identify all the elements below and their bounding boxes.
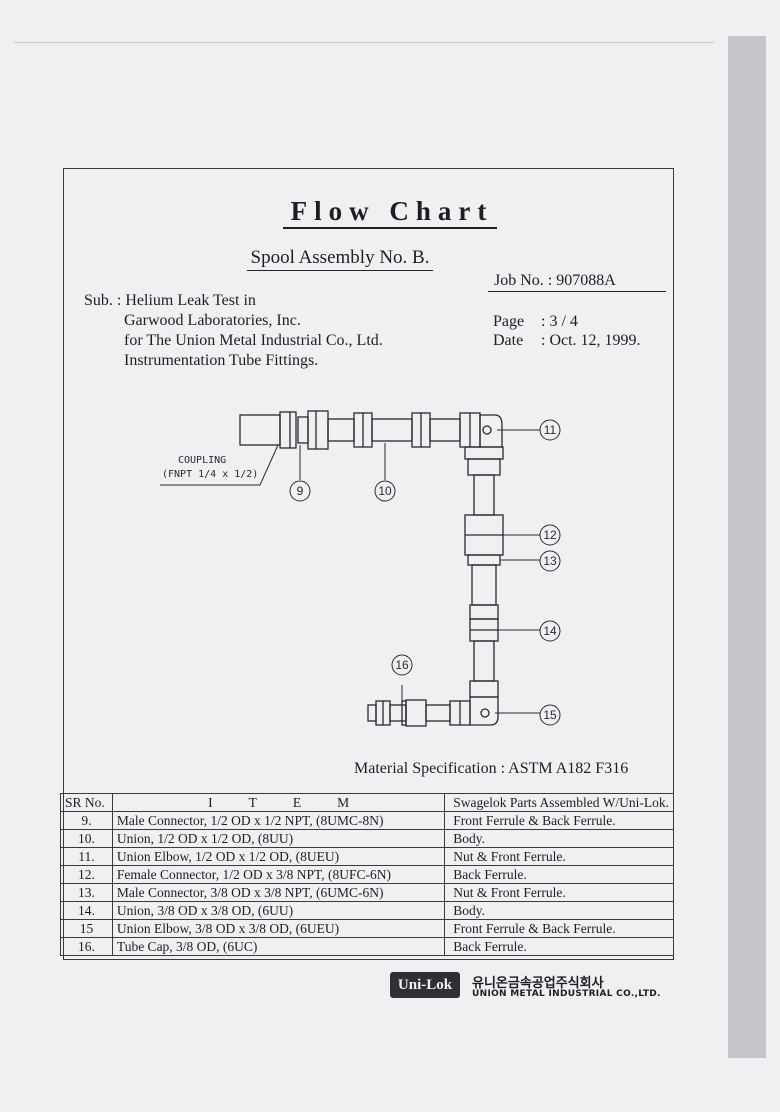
- spool-assembly-diagram: 11 12 13 14 15 9 10 16 COUPLING (FNPT 1/…: [160, 410, 561, 727]
- page-title: Flow Chart: [0, 196, 780, 229]
- subject-line: Instrumentation Tube Fittings.: [124, 352, 319, 369]
- callout-13: 13: [543, 554, 557, 568]
- table-row: 16.Tube Cap, 3/8 OD, (6UC)Back Ferrule.: [60, 937, 674, 956]
- material-specification: Material Specification : ASTM A182 F316: [354, 760, 629, 777]
- row-item: Female Connector, 1/2 OD x 3/8 NPT, (8UF…: [111, 865, 446, 884]
- row-sr-no: 11.: [60, 847, 113, 866]
- callout-11: 11: [544, 423, 557, 437]
- table-row: 11.Union Elbow, 1/2 OD x 1/2 OD, (8UEU)N…: [60, 847, 674, 866]
- male-connector-9: [307, 410, 329, 450]
- row-item: Union Elbow, 3/8 OD x 3/8 OD, (6UEU): [111, 919, 446, 938]
- document-frame: [63, 168, 674, 960]
- page-label: Page: [493, 313, 525, 330]
- row-sr-no: 13.: [60, 883, 113, 902]
- union-elbow-11: [479, 414, 503, 448]
- table-row: 14.Union, 3/8 OD x 3/8 OD, (6UU)Body.: [60, 901, 674, 920]
- table-row: 10.Union, 1/2 OD x 1/2 OD, (8UU)Body.: [60, 829, 674, 848]
- coupling-nut: [279, 411, 297, 449]
- union-elbow-15: [469, 696, 499, 726]
- subject-line: for The Union Metal Industrial Co., Ltd.: [124, 332, 383, 349]
- subject-block: Sub. : Helium Leak Test in Garwood Labor…: [84, 291, 383, 371]
- row-sr-no: 15: [60, 919, 113, 938]
- table-row: 13.Male Connector, 3/8 OD x 3/8 NPT, (6U…: [60, 883, 674, 902]
- korean-company-name: 유니온금속공업주식회사: [472, 976, 604, 991]
- coupling-label: COUPLING: [178, 455, 226, 466]
- page-value: : 3 / 4: [541, 313, 578, 330]
- date-value: : Oct. 12, 1999.: [541, 332, 641, 349]
- row-sr-no: 9.: [60, 811, 113, 830]
- row-parts: Nut & Front Ferrule.: [444, 883, 674, 902]
- row-parts: Front Ferrule & Back Ferrule.: [444, 811, 674, 830]
- header-item: ITEM: [111, 793, 446, 812]
- company-name: UNION METAL INDUSTRIAL CO.,LTD.: [472, 989, 661, 999]
- page-subtitle: Spool Assembly No. B.: [0, 247, 680, 271]
- row-parts: Back Ferrule.: [444, 937, 674, 956]
- male-connector-13: [467, 554, 501, 566]
- callout-16: 16: [395, 658, 409, 672]
- row-item: Male Connector, 3/8 OD x 3/8 NPT, (6UMC-…: [111, 883, 446, 902]
- callout-12: 12: [543, 528, 557, 542]
- callout-14: 14: [543, 624, 557, 638]
- row-parts: Back Ferrule.: [444, 865, 674, 884]
- items-table: SR No. ITEM Swagelok Parts Assembled W/U…: [60, 793, 674, 956]
- date-label: Date: [493, 332, 524, 349]
- row-sr-no: 14.: [60, 901, 113, 920]
- header-sr-no: SR No.: [60, 793, 113, 812]
- coupling-body: [239, 414, 281, 446]
- row-item: Union, 1/2 OD x 1/2 OD, (8UU): [111, 829, 446, 848]
- subject-line: Sub. : Helium Leak Test in: [84, 292, 256, 309]
- table-row: 12.Female Connector, 1/2 OD x 3/8 NPT, (…: [60, 865, 674, 884]
- row-parts: Body.: [444, 829, 674, 848]
- callout-15: 15: [543, 708, 557, 722]
- row-item: Union, 3/8 OD x 3/8 OD, (6UU): [111, 901, 446, 920]
- unilok-logo: Uni-Lok: [390, 972, 460, 998]
- table-row: 9.Male Connector, 1/2 OD x 1/2 NPT, (8UM…: [60, 811, 674, 830]
- row-item: Union Elbow, 1/2 OD x 1/2 OD, (8UEU): [111, 847, 446, 866]
- row-parts: Front Ferrule & Back Ferrule.: [444, 919, 674, 938]
- coupling-spec-label: (FNPT 1/4 x 1/2): [162, 469, 258, 480]
- callout-10: 10: [378, 484, 392, 498]
- page-number: Page : 3 / 4: [493, 313, 578, 331]
- row-item: Male Connector, 1/2 OD x 1/2 NPT, (8UMC-…: [111, 811, 446, 830]
- row-parts: Nut & Front Ferrule.: [444, 847, 674, 866]
- subject-label: Sub. :: [84, 292, 122, 309]
- row-sr-no: 10.: [60, 829, 113, 848]
- row-parts: Body.: [444, 901, 674, 920]
- row-sr-no: 12.: [60, 865, 113, 884]
- callout-9: 9: [297, 484, 304, 498]
- header-parts: Swagelok Parts Assembled W/Uni-Lok.: [444, 793, 674, 812]
- scan-edge-shadow: [728, 36, 766, 1058]
- row-sr-no: 16.: [60, 937, 113, 956]
- scan-top-line: [14, 42, 714, 43]
- job-number: Job No. : 907088A: [488, 272, 666, 292]
- subject-line: Garwood Laboratories, Inc.: [124, 312, 301, 329]
- row-item: Tube Cap, 3/8 OD, (6UC): [111, 937, 446, 956]
- tube-cap-16: [401, 700, 407, 726]
- table-header-row: SR No. ITEM Swagelok Parts Assembled W/U…: [60, 793, 674, 812]
- document-date: Date : Oct. 12, 1999.: [493, 332, 641, 350]
- items-table-body: 9.Male Connector, 1/2 OD x 1/2 NPT, (8UM…: [60, 811, 674, 956]
